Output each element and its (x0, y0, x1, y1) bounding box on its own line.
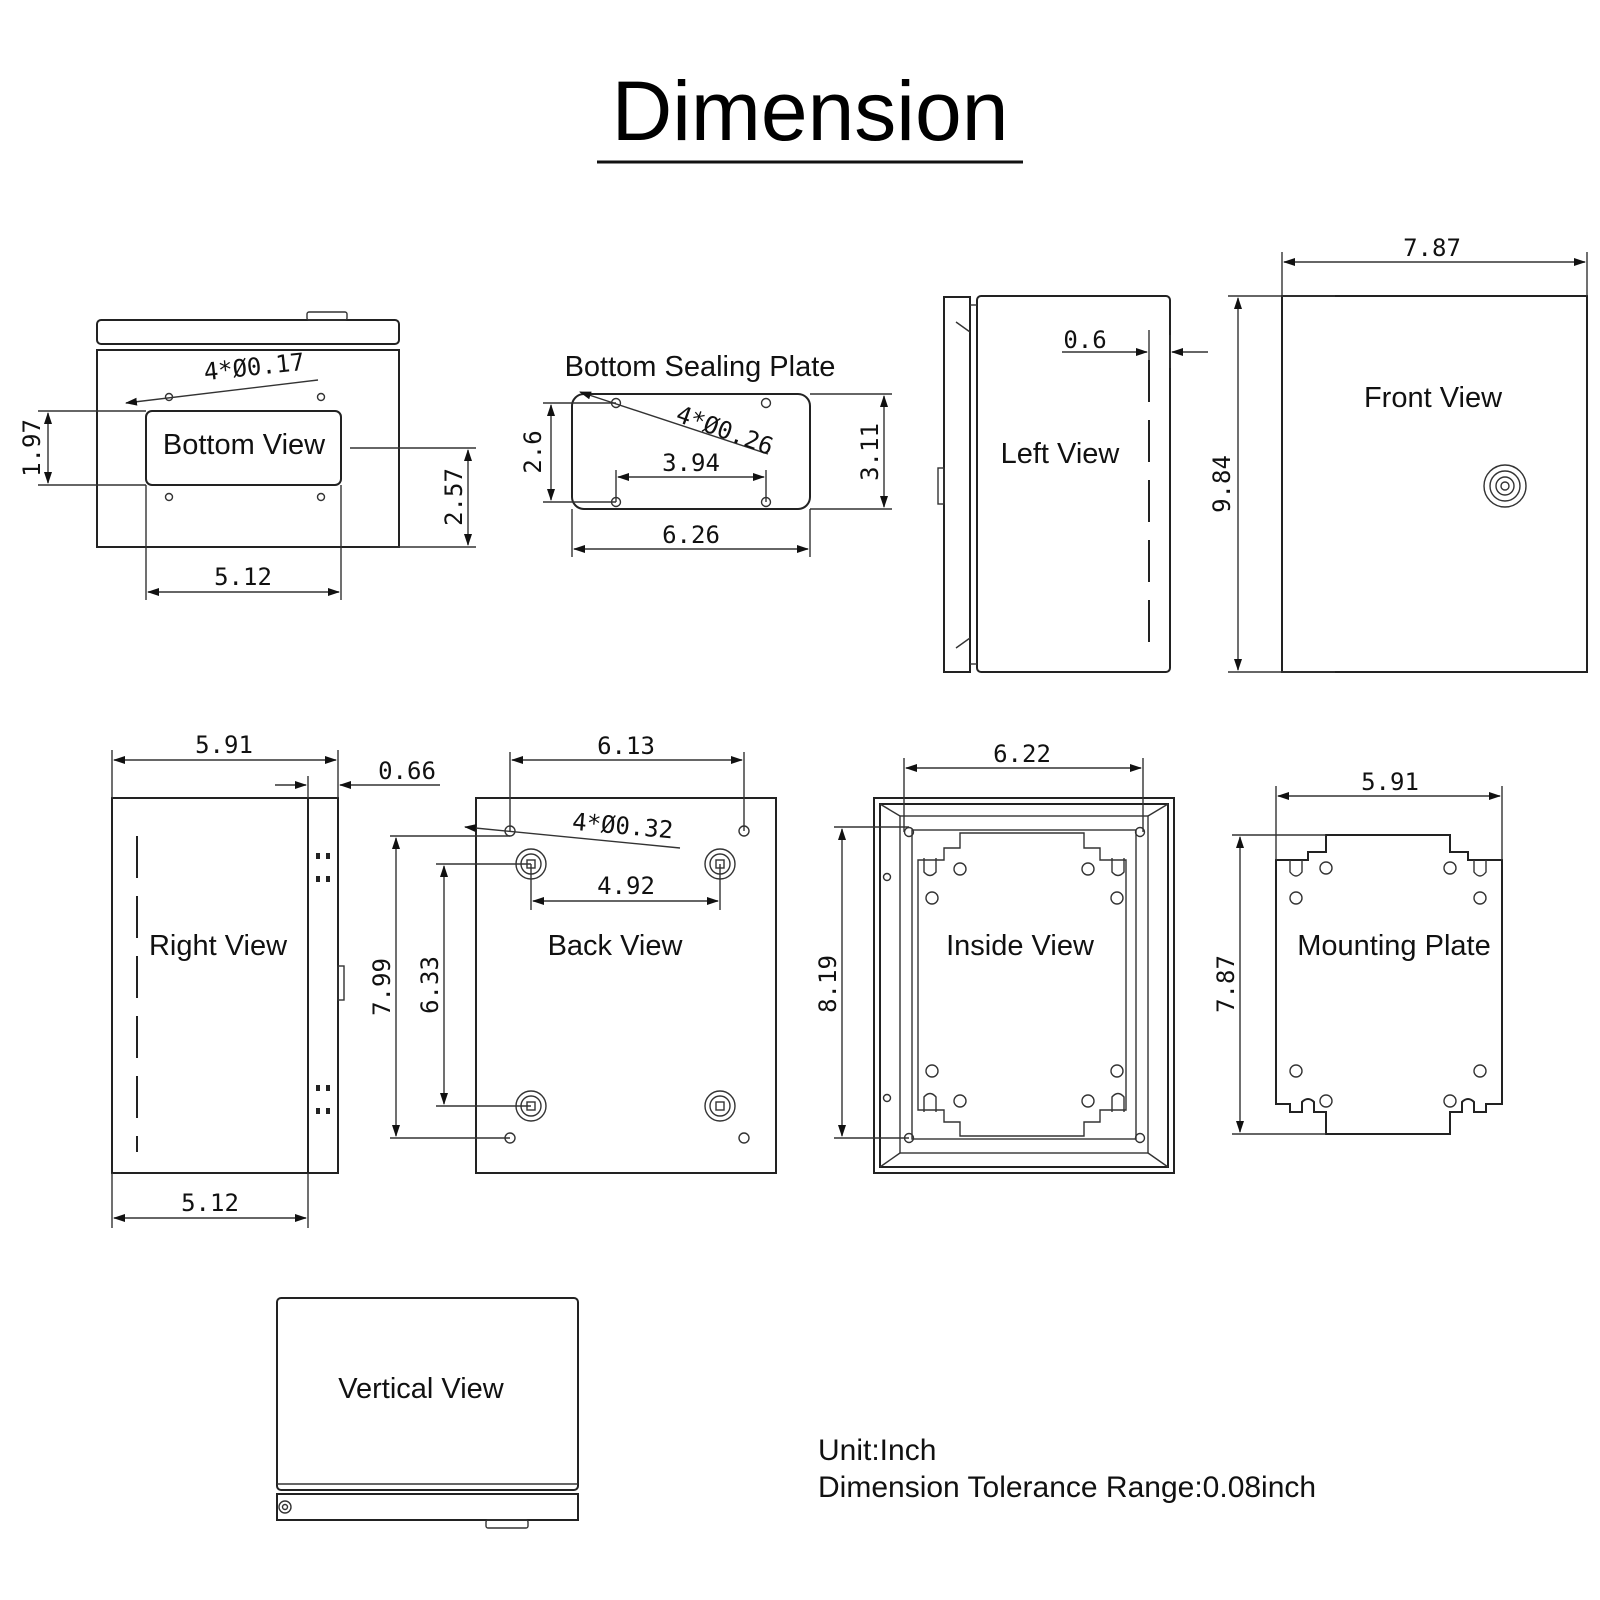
inside-view (834, 758, 1175, 1174)
bottom-sealing-plate (543, 391, 892, 557)
back-hole-height-dim: 7.99 (368, 958, 396, 1016)
bottom-holes-dim: 4*Ø0.17 (202, 348, 306, 386)
vertical-view-label: Vertical View (338, 1373, 505, 1405)
right-width-dim: 5.91 (195, 731, 253, 759)
right-offset-dim: 0.66 (378, 757, 436, 785)
sealing-outer-height-dim: 3.11 (856, 423, 884, 481)
back-boss-spacing-dim: 4.92 (597, 872, 655, 900)
left-offset-dim: 0.6 (1063, 326, 1106, 354)
sealing-height-dim: 2.6 (519, 430, 547, 473)
mounting-plate-label: Mounting Plate (1297, 930, 1490, 962)
back-view (390, 752, 777, 1174)
back-view-label: Back View (548, 930, 684, 962)
bottom-depth-dim: 2.57 (440, 468, 468, 526)
back-boss-height-dim: 6.33 (416, 956, 444, 1014)
back-hole-spacing-dim: 6.13 (597, 732, 655, 760)
front-view-label: Front View (1364, 382, 1503, 414)
bottom-view (38, 311, 476, 600)
mounting-width-dim: 5.91 (1361, 768, 1419, 796)
left-view (937, 295, 1208, 673)
bottom-width-dim: 5.12 (214, 563, 272, 591)
lock-icon (1483, 464, 1527, 508)
front-height-dim: 9.84 (1208, 455, 1236, 513)
mounting-height-dim: 7.87 (1212, 955, 1240, 1013)
bottom-view-label: Bottom View (163, 429, 326, 461)
tolerance-note: Dimension Tolerance Range:0.08inch (818, 1471, 1316, 1504)
bottom-sealing-plate-label: Bottom Sealing Plate (565, 351, 836, 383)
bottom-height-dim: 1.97 (18, 419, 46, 477)
left-view-label: Left View (1001, 438, 1121, 470)
page-title: Dimension (612, 64, 1009, 158)
front-width-dim: 7.87 (1403, 234, 1461, 262)
sealing-width-dim: 6.26 (662, 521, 720, 549)
unit-note: Unit:Inch (818, 1434, 936, 1467)
vertical-view (276, 1297, 579, 1529)
inside-width-dim: 6.22 (993, 740, 1051, 768)
inside-view-label: Inside View (946, 930, 1095, 962)
right-depth-dim: 5.12 (181, 1189, 239, 1217)
sealing-hole-spacing-dim: 3.94 (662, 449, 720, 477)
right-view (111, 750, 440, 1228)
mounting-plate (1232, 786, 1503, 1135)
right-view-label: Right View (149, 930, 288, 962)
inside-height-dim: 8.19 (814, 955, 842, 1013)
front-view (1228, 252, 1588, 673)
